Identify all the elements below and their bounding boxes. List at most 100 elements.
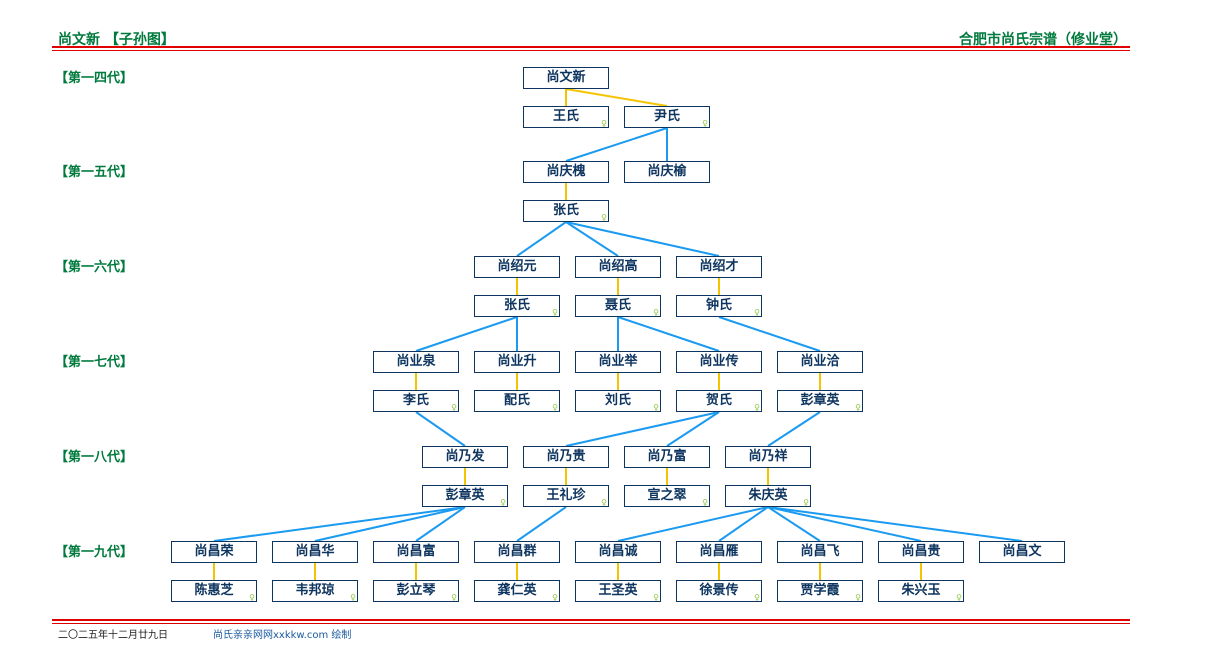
person-name: 尚业升 [497,354,537,369]
spouse-box[interactable]: 彭章英♀ [422,485,508,507]
person-box[interactable]: 尚昌富 [373,541,459,563]
spouse-box[interactable]: 钟氏♀ [676,295,762,317]
spouse-box[interactable]: 朱庆英 ♀ [725,485,811,507]
person-box[interactable]: 尚业泉 [373,351,459,373]
person-name: 尚昌雁 [699,544,739,559]
spouse-box[interactable]: 陈惠芝♀ [171,580,257,602]
child-line [666,411,720,447]
person-box[interactable]: 尚昌雁 [676,541,762,563]
chart-title: 尚文新 【子孙图】 [58,32,175,48]
footer-credit: 尚氏亲亲网网xxkkw.com 绘制 [213,630,352,641]
spouse-box[interactable]: 聂氏 ♀ [575,295,661,317]
child-line [718,316,821,352]
person-name: 朱庆英 [748,488,788,503]
female-icon: ♀ [754,593,760,602]
person-name: 尚昌文 [1002,544,1042,559]
child-line [565,221,720,257]
person-box[interactable]: 尚昌华 [272,541,358,563]
female-icon: ♀ [451,403,457,412]
person-box[interactable]: 尚昌群 [474,541,560,563]
person-box[interactable]: 尚昌荣 [171,541,257,563]
spouse-box[interactable]: 徐景传♀ [676,580,762,602]
person-box[interactable]: 尚昌贵 [878,541,964,563]
female-icon: ♀ [702,119,708,128]
child-line [565,127,668,162]
person-box[interactable]: 尚乃发 [422,446,508,468]
person-box[interactable]: 尚庆榆 [624,161,710,183]
person-name: 尚绍才 [699,259,739,274]
person-box[interactable]: 尚绍才 [676,256,762,278]
person-box[interactable]: 尚昌诚 [575,541,661,563]
footer-date: 二〇二五年十二月廿九日 [58,630,168,641]
spouse-box[interactable]: 李氏♀ [373,390,459,412]
child-line [565,221,619,257]
person-name: 王氏 [552,109,579,124]
spouse-box[interactable]: 王氏♀ [523,106,609,128]
spouse-box[interactable]: 王圣英♀ [575,580,661,602]
female-icon: ♀ [803,498,809,507]
person-name: 宣之翠 [647,488,687,503]
person-name: 韦邦琼 [295,583,335,598]
child-line [617,506,769,542]
female-icon: ♀ [552,593,558,602]
person-box[interactable]: 尚文新 [523,67,609,89]
child-line [718,506,769,542]
spouse-box[interactable]: 张氏♀ [474,295,560,317]
spouse-box[interactable]: 张氏 ♀ [523,200,609,222]
header-rule [52,46,1130,48]
female-icon: ♀ [601,213,607,222]
female-icon: ♀ [754,308,760,317]
child-line [415,316,518,352]
child-line [415,506,466,542]
header-rule [52,50,1130,51]
spouse-box[interactable]: 配氏♀ [474,390,560,412]
spouse-box[interactable]: 尹氏♀ [624,106,710,128]
spouse-box[interactable]: 王礼珍♀ [523,485,609,507]
person-name: 尚业传 [699,354,739,369]
person-box[interactable]: 尚庆槐 [523,161,609,183]
spouse-box[interactable]: 龚仁英♀ [474,580,560,602]
person-name: 聂氏 [604,298,631,313]
female-icon: ♀ [855,593,861,602]
person-name: 尚乃富 [647,449,687,464]
person-name: 尚绍高 [598,259,638,274]
spouse-box[interactable]: 韦邦琼♀ [272,580,358,602]
spouse-box[interactable]: 贾学霞♀ [777,580,863,602]
person-box[interactable]: 尚业举 [575,351,661,373]
child-line [516,506,567,542]
female-icon: ♀ [702,498,708,507]
person-box[interactable]: 尚业升 [474,351,560,373]
person-name: 尚乃祥 [748,449,788,464]
person-box[interactable]: 尚昌飞 [777,541,863,563]
spouse-box[interactable]: 贺氏♀ [676,390,762,412]
person-box[interactable]: 尚乃祥 [725,446,811,468]
female-icon: ♀ [653,403,659,412]
child-line [767,506,821,542]
child-line [213,506,466,542]
person-box[interactable]: 尚乃富 [624,446,710,468]
female-icon: ♀ [653,308,659,317]
person-box[interactable]: 尚绍元 [474,256,560,278]
spouse-box[interactable]: 彭立琴♀ [373,580,459,602]
child-line [565,411,720,447]
person-name: 彭章英 [445,488,485,503]
person-name: 尚庆榆 [647,164,687,179]
child-line [767,506,922,542]
person-box[interactable]: 尚乃贵 [523,446,609,468]
generation-label: 【第一九代】 [55,545,134,560]
female-icon: ♀ [552,403,558,412]
person-name: 尚乃贵 [546,449,586,464]
person-box[interactable]: 尚业洽 [777,351,863,373]
spouse-box[interactable]: 宣之翠 ♀ [624,485,710,507]
spouse-box[interactable]: 彭章英♀ [777,390,863,412]
female-icon: ♀ [451,593,457,602]
person-box[interactable]: 尚业传 [676,351,762,373]
person-box[interactable]: 尚昌文 [979,541,1065,563]
person-name: 张氏 [552,203,579,218]
child-line [415,411,466,447]
spouse-box[interactable]: 刘氏♀ [575,390,661,412]
person-box[interactable]: 尚绍高 [575,256,661,278]
genealogy-title: 合肥市尚氏宗谱（修业堂） [959,32,1127,48]
spouse-box[interactable]: 朱兴玉♀ [878,580,964,602]
